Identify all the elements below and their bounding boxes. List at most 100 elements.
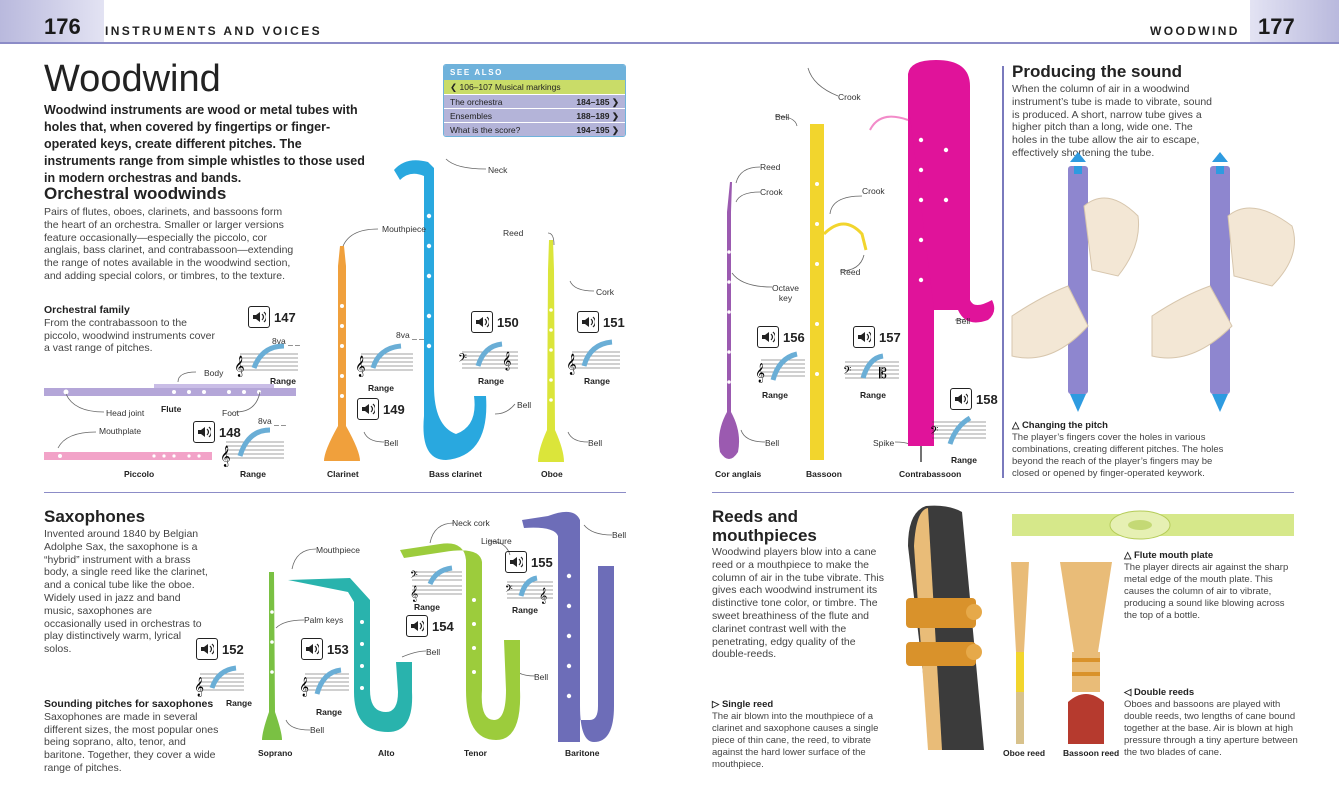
saxophones-text: Invented around 1840 by Belgian Adolphe … [44, 528, 208, 656]
see-also-item-label: The orchestra [450, 97, 503, 107]
label-palm-keys: Palm keys [304, 615, 344, 625]
audio-track-number: 147 [274, 309, 296, 325]
audio-track-147[interactable]: 147 [248, 306, 296, 328]
alto-sax-illustration [288, 578, 413, 732]
audio-track-number: 157 [879, 329, 901, 345]
range-staff: 𝄢 𝄞 [458, 341, 518, 371]
range-piccolo: Range [240, 469, 266, 479]
label-reed: Reed [503, 228, 524, 238]
label-bell: Bell [775, 112, 790, 122]
bass-clarinet-illustration [394, 160, 487, 460]
label-crook: Crook [838, 92, 861, 102]
range-staff: 𝄢 [930, 415, 986, 445]
audio-track-number: 148 [219, 424, 241, 440]
double-reeds-caption: ◁ Double reeds Oboes and bassoons are pl… [1124, 687, 1299, 759]
range-staff: 𝄞 [194, 665, 244, 697]
audio-track-152[interactable]: 152 [196, 638, 244, 660]
name-flute: Flute [161, 404, 182, 414]
label-ligature: Ligature [481, 536, 512, 546]
range-baritone: Range [512, 605, 538, 615]
label-bell: Bell [612, 530, 627, 540]
speaker-icon [193, 421, 215, 443]
svg-text:𝄞: 𝄞 [566, 354, 577, 375]
see-also-box: SEE ALSO ❮ 106–107 Musical markings The … [443, 64, 626, 137]
label-mouthpiece: Mouthpiece [382, 224, 426, 234]
clarinet-illustration [324, 246, 360, 461]
label-bell: Bell [956, 316, 971, 326]
left-running-head: INSTRUMENTS AND VOICES [105, 24, 323, 38]
label-mouthpiece: Mouthpiece [316, 545, 360, 555]
label-bell: Bell [588, 438, 603, 448]
orchestral-text: Pairs of flutes, oboes, clarinets, and b… [44, 206, 294, 282]
range-bassoon: Range [860, 390, 886, 400]
speaker-icon [757, 326, 779, 348]
flute-mouthplate-caption: △ Flute mouth plate The player directs a… [1124, 550, 1294, 622]
range-staff: 𝄢 𝄡 [843, 353, 899, 382]
label-head-joint: Head joint [106, 408, 145, 418]
range-contrabassoon: Range [951, 455, 977, 465]
saxophones-caption-title: Sounding pitches for saxophones [44, 698, 214, 710]
audio-track-number: 156 [783, 329, 805, 345]
right-header-tab [1250, 0, 1339, 42]
oboe-illustration [538, 240, 564, 462]
see-also-heading: SEE ALSO [444, 65, 625, 80]
svg-text:𝄞: 𝄞 [755, 363, 765, 383]
audio-track-156[interactable]: 156 [757, 326, 805, 348]
right-page-number: 177 [1258, 14, 1295, 39]
see-also-item[interactable]: Ensembles 188–189 ❯ [444, 108, 625, 122]
name-contrabassoon: Contrabassoon [899, 469, 962, 479]
ottava-mark: 8va _ _ [272, 336, 300, 346]
bassoon-illustration [810, 124, 868, 460]
audio-track-148[interactable]: 148 [193, 421, 241, 443]
name-piccolo: Piccolo [124, 469, 155, 479]
audio-track-number: 151 [603, 314, 625, 330]
contrabassoon-illustration [869, 60, 995, 462]
audio-track-number: 150 [497, 314, 519, 330]
soprano-sax-illustration [262, 572, 282, 740]
left-page-number: 176 [44, 14, 81, 39]
range-staff: 𝄞 [220, 427, 284, 467]
column-rule [1002, 66, 1004, 478]
see-also-item[interactable]: ❮ 106–107 Musical markings [444, 80, 625, 94]
see-also-item[interactable]: The orchestra 184–185 ❯ [444, 94, 625, 108]
audio-track-154[interactable]: 154 [406, 615, 454, 637]
label-cork: Cork [596, 287, 614, 297]
pitch-tube-illustration [1011, 152, 1140, 412]
flute-mouthplate-illustration [1012, 510, 1294, 540]
saxophones-caption-text: Saxophones are made in several different… [44, 710, 219, 774]
speaker-icon [471, 311, 493, 333]
audio-track-157[interactable]: 157 [853, 326, 901, 348]
audio-track-number: 153 [327, 641, 349, 657]
audio-track-153[interactable]: 153 [301, 638, 349, 660]
audio-track-150[interactable]: 150 [471, 311, 519, 333]
flute-mouthplate-title: △ Flute mouth plate [1124, 550, 1214, 561]
svg-text:𝄢: 𝄢 [458, 352, 467, 368]
orchestral-family-text: From the contrabassoon to the piccolo, w… [44, 316, 215, 355]
section-divider [712, 492, 1294, 493]
label-reed: Reed [840, 267, 861, 277]
see-also-item-pages: 188–189 ❯ [576, 111, 619, 121]
pitch-tube-illustration [1151, 152, 1295, 412]
audio-track-151[interactable]: 151 [577, 311, 625, 333]
svg-text:𝄞: 𝄞 [234, 356, 245, 377]
single-reed-title: ▷ Single reed [712, 699, 774, 710]
name-soprano: Soprano [258, 748, 293, 758]
svg-text:𝄞: 𝄞 [194, 677, 204, 697]
label-neck-cork: Neck cork [452, 518, 490, 528]
audio-track-149[interactable]: 149 [357, 398, 405, 420]
name-oboe: Oboe [541, 469, 563, 479]
right-running-head: WOODWIND [1150, 24, 1240, 38]
see-also-item-label: ❮ 106–107 Musical markings [450, 82, 561, 92]
cor-anglais-illustration [718, 182, 740, 459]
audio-track-155[interactable]: 155 [505, 551, 553, 573]
intro-text: Woodwind instruments are wood or metal t… [44, 103, 365, 185]
label-bell: Bell [310, 725, 325, 735]
double-reeds-title: ◁ Double reeds [1124, 687, 1195, 698]
audio-track-158[interactable]: 158 [950, 388, 998, 410]
name-cor-anglais: Cor anglais [715, 469, 762, 479]
single-reed-caption: ▷ Single reed The air blown into the mou… [712, 699, 892, 771]
speaker-icon [357, 398, 379, 420]
range-flute: Range [270, 376, 296, 386]
range-cor-anglais: Range [762, 390, 788, 400]
see-also-item[interactable]: What is the score? 194–195 ❯ [444, 122, 625, 136]
